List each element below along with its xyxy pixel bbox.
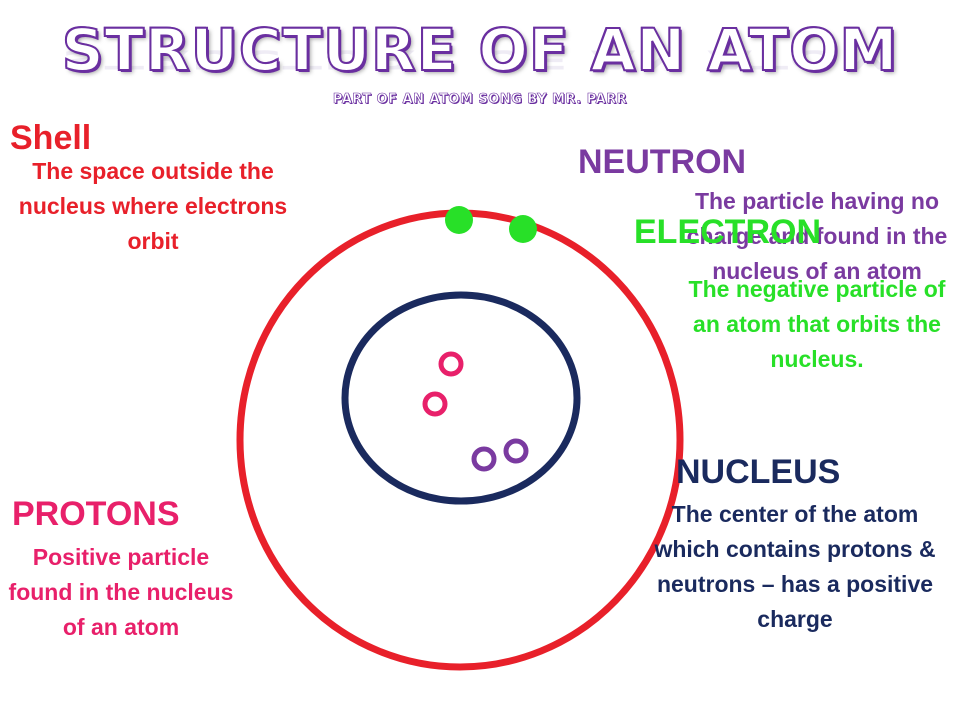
proton-particle bbox=[438, 351, 464, 377]
electron-heading: ELECTRON bbox=[634, 213, 821, 251]
electron-dot bbox=[509, 215, 537, 243]
neutron-heading: NEUTRON bbox=[578, 143, 747, 181]
nucleus-circle bbox=[341, 291, 581, 505]
page-subtitle: PART OF AN ATOM SONG BY MR. PARR bbox=[332, 92, 628, 108]
nucleus-description: The center of the atom which contains pr… bbox=[654, 501, 936, 632]
shell-description: The space outside the nucleus where elec… bbox=[18, 158, 288, 254]
protons-description: Positive particle found in the nucleus o… bbox=[8, 544, 234, 640]
shell-orbit bbox=[236, 209, 684, 671]
page-title: STRUCTURE OF AN ATOM bbox=[61, 16, 899, 84]
shell-heading: Shell bbox=[10, 119, 92, 157]
neutron-description: The particle having no charge and found … bbox=[686, 188, 948, 284]
proton-particle bbox=[422, 391, 448, 417]
title-area: STRUCTURE OF AN ATOM STRUCTURE OF AN ATO… bbox=[0, 0, 960, 120]
electron-dot bbox=[445, 206, 473, 234]
neutron-particle bbox=[503, 438, 529, 464]
electron-description: The negative particle of an atom that or… bbox=[688, 276, 946, 372]
protons-heading: PROTONS bbox=[12, 495, 180, 533]
neutron-particle bbox=[471, 446, 497, 472]
nucleus-heading: NUCLEUS bbox=[676, 453, 841, 491]
